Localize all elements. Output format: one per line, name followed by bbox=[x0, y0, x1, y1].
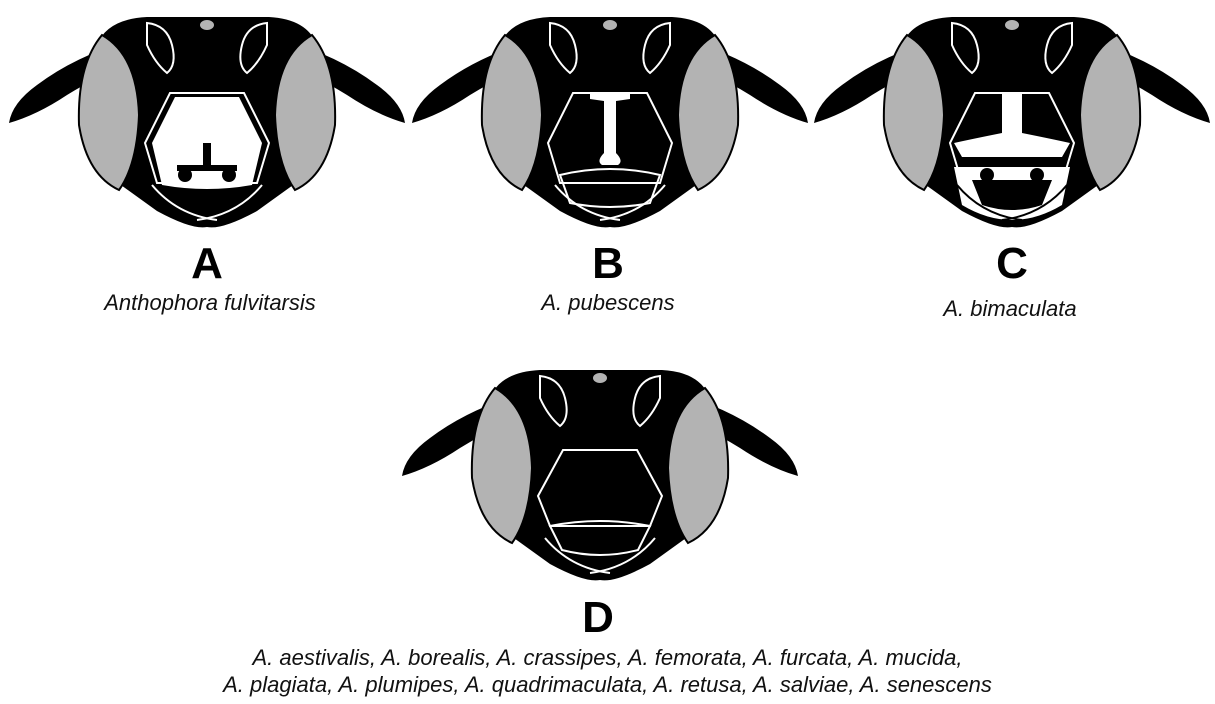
left-mandible-spot bbox=[178, 168, 192, 182]
panel-letter-d: D bbox=[558, 596, 638, 640]
bee-head-a bbox=[7, 15, 407, 227]
panel-caption-c: A. bimaculata bbox=[860, 296, 1160, 322]
bee-head-d bbox=[400, 368, 800, 580]
bee-head-b bbox=[410, 15, 810, 227]
left-mandible-spot bbox=[980, 168, 994, 182]
ocellus bbox=[200, 20, 214, 30]
panel-letter-a: A bbox=[167, 242, 247, 286]
panel-caption-d-line-2: A. plagiata, A. plumipes, A. quadrimacul… bbox=[0, 671, 1215, 698]
panel-letter-b: B bbox=[568, 242, 648, 286]
ocellus bbox=[603, 20, 617, 30]
labrum-dark bbox=[972, 180, 1052, 210]
ocellus bbox=[593, 373, 607, 383]
panel-letter-c: C bbox=[972, 242, 1052, 286]
panel-caption-d-line-1: A. aestivalis, A. borealis, A. crassipes… bbox=[0, 644, 1215, 671]
panel-caption-b: A. pubescens bbox=[458, 290, 758, 316]
bee-head-c bbox=[812, 15, 1212, 227]
right-mandible-spot bbox=[1030, 168, 1044, 182]
panel-caption-a: Anthophora fulvitarsis bbox=[60, 290, 360, 316]
ocellus bbox=[1005, 20, 1019, 30]
right-mandible-spot bbox=[222, 168, 236, 182]
